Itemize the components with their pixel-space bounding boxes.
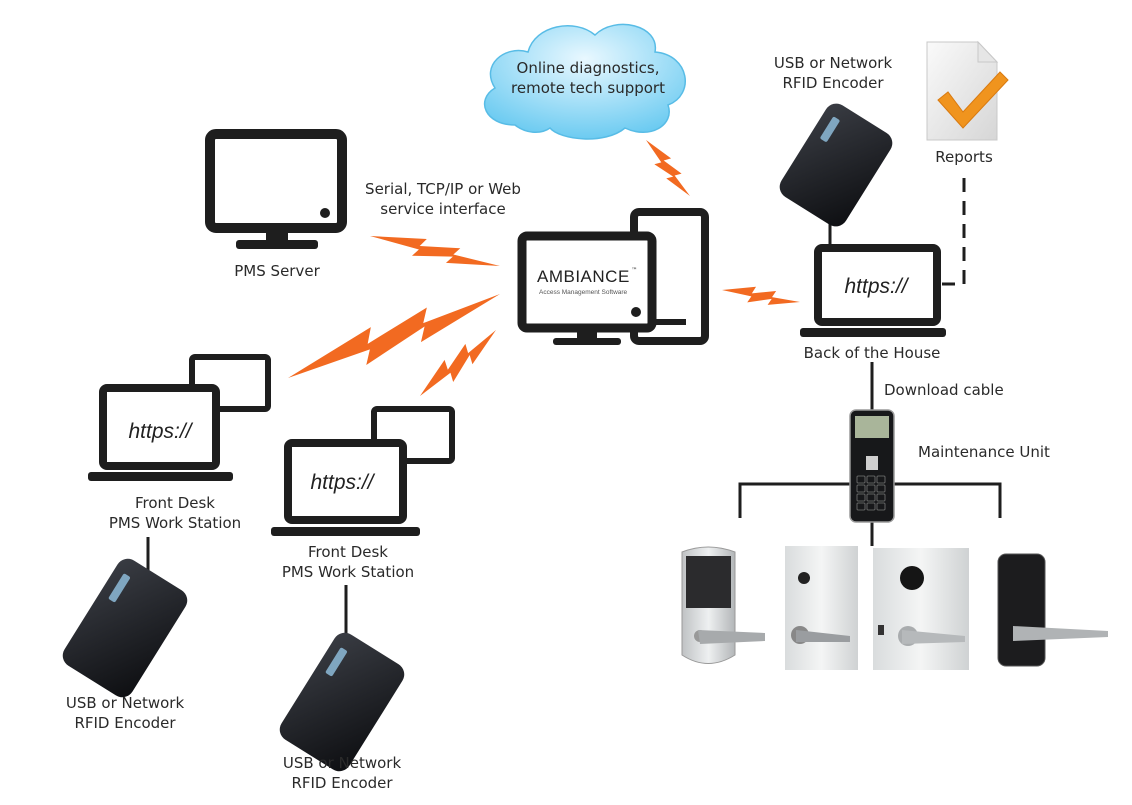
- lock-4: [997, 553, 1108, 667]
- keypad-key: [876, 493, 886, 502]
- keypad-key: [866, 484, 876, 493]
- laptop-icon: [88, 384, 233, 481]
- bolt-pms-to-ambiance: [370, 236, 500, 266]
- pms-server: PMS Server: [205, 129, 347, 280]
- rfid-encoder-left: USB or Network RFID Encoder: [62, 558, 188, 732]
- reports: Reports: [926, 40, 1009, 166]
- ambiance-logo-text: AMBIANCE: [537, 267, 630, 286]
- keypad-key: [876, 484, 886, 493]
- rfid-encoder-icon: [779, 103, 893, 227]
- reports-dashed-link: [942, 178, 966, 286]
- encoder-mid-label-line1: USB or Network: [283, 754, 402, 772]
- front-desk-workstation-2: https:// Front Desk PMS Work Station: [271, 406, 455, 581]
- bolt-fd1-to-ambiance: [288, 294, 500, 378]
- interface-label-line2: service interface: [380, 200, 505, 218]
- keypad-key: [866, 502, 876, 511]
- lock-1: [681, 546, 765, 664]
- boh-url-text: https://: [844, 275, 909, 298]
- keypad-key: [856, 502, 866, 511]
- handheld-device-icon: [849, 409, 895, 523]
- monitor-icon: [517, 231, 657, 345]
- boh-label: Back of the House: [804, 344, 941, 362]
- lock-branch-line: [738, 482, 852, 518]
- keypad-key: [856, 484, 866, 493]
- interface-label-line1: Serial, TCP/IP or Web: [365, 180, 521, 198]
- encoder-top-label-line1: USB or Network: [774, 54, 893, 72]
- fd1-url-text: https://: [128, 420, 193, 443]
- fd1-label-line2: PMS Work Station: [109, 514, 241, 532]
- rfid-encoder-icon: [279, 632, 405, 772]
- fd2-url-text: https://: [310, 471, 375, 494]
- ambiance-trademark: ™: [631, 267, 637, 274]
- keypad-key: [856, 475, 866, 484]
- bolt-ambiance-to-boh: [722, 286, 800, 305]
- ambiance-server: AMBIANCE ™ Access Management Software: [517, 208, 709, 345]
- keypad-key: [856, 493, 866, 502]
- keypad-key: [876, 502, 886, 511]
- encoder-left-label-line2: RFID Encoder: [74, 714, 176, 732]
- keypad-key: [876, 475, 886, 484]
- front-desk-workstation-1: https:// Front Desk PMS Work Station: [88, 354, 271, 532]
- lock-3: [873, 548, 969, 670]
- fd2-label-line2: PMS Work Station: [282, 563, 414, 581]
- download-cable-label: Download cable: [884, 381, 1004, 399]
- encoder-top-label-line2: RFID Encoder: [782, 74, 884, 92]
- keypad-key: [866, 493, 876, 502]
- bolt-cloud-to-ambiance: [646, 140, 690, 196]
- encoder-mid-label-line2: RFID Encoder: [291, 774, 393, 792]
- wireless-links: [288, 140, 800, 396]
- encoder-left-label-line1: USB or Network: [66, 694, 185, 712]
- cloud-services: Online diagnostics, remote tech support: [483, 23, 686, 140]
- back-of-house-workstation: https:// Back of the House: [800, 244, 946, 362]
- rfid-encoder-icon: [62, 558, 188, 698]
- ambiance-subtitle: Access Management Software: [539, 289, 628, 296]
- pms-server-label: PMS Server: [234, 262, 320, 280]
- cloud-text-line2: remote tech support: [511, 79, 665, 97]
- maintenance-unit-label: Maintenance Unit: [918, 443, 1050, 461]
- rfid-encoder-middle: USB or Network RFID Encoder: [279, 632, 405, 792]
- report-checkmark-icon: [926, 40, 1009, 141]
- fd2-label-line1: Front Desk: [308, 543, 388, 561]
- maintenance-unit: Maintenance Unit: [849, 409, 1050, 523]
- rfid-encoder-top: USB or Network RFID Encoder: [774, 54, 893, 227]
- laptop-icon: [800, 244, 946, 337]
- lock-2: [785, 546, 858, 670]
- bolt-fd2-to-ambiance: [420, 330, 496, 396]
- lock-branch-line: [893, 482, 1002, 518]
- fd1-label-line1: Front Desk: [135, 494, 215, 512]
- laptop-icon: [271, 439, 420, 536]
- reports-label: Reports: [935, 148, 993, 166]
- monitor-icon: [205, 129, 347, 249]
- cloud-text-line1: Online diagnostics,: [517, 59, 660, 77]
- keypad-key: [866, 475, 876, 484]
- cloud-icon: [483, 23, 686, 140]
